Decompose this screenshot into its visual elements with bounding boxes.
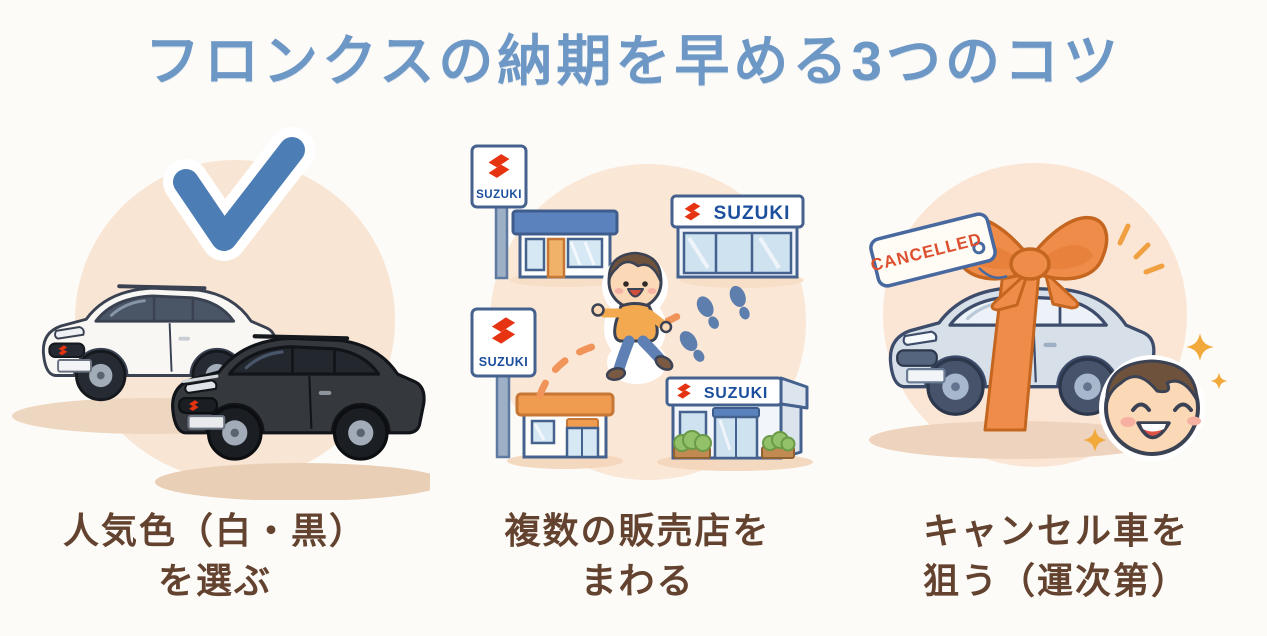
sparkle-lines-icon	[1117, 223, 1165, 275]
suzuki-sign-text: SUZUKI	[714, 203, 791, 224]
suzuki-sign-text: SUZUKI	[476, 189, 522, 201]
suzuki-sign-text: SUZUKI	[704, 385, 768, 402]
caption-line: を選ぶ	[157, 559, 272, 601]
suzuki-pole-sign-top: SUZUKI	[470, 144, 528, 280]
suzuki-pole-sign-bottom: SUZUKI	[470, 307, 537, 459]
black-fronx-car	[171, 334, 426, 461]
dashed-path-icon	[536, 340, 606, 399]
caption-line: 人気色（白・黒）	[62, 510, 367, 551]
caption-line: まわる	[580, 559, 695, 601]
star-sparkle-icon	[1083, 333, 1228, 452]
bush	[761, 431, 796, 459]
bush	[673, 430, 712, 459]
tip-panel-cancelled-car: CANCELLED	[845, 110, 1267, 605]
suzuki-sign-text: SUZUKI	[479, 355, 529, 369]
dealership-blue-roof	[511, 209, 619, 279]
happy-face	[1099, 355, 1205, 461]
page-title: フロンクスの納期を早める3つのコツ	[145, 30, 1122, 92]
tip-panel-popular-colors: 人気色（白・黒） を選ぶ	[0, 110, 430, 605]
tip-caption-popular-colors: 人気色（白・黒） を選ぶ	[0, 506, 430, 605]
visit-dealers-illustration: SUZUKI SUZUKI	[470, 144, 813, 480]
tip-panel-visit-dealers: SUZUKI SUZUKI	[430, 110, 845, 605]
caption-line: 狙う（運次第）	[922, 559, 1189, 601]
tip-caption-cancelled-car: キャンセル車を狙う（運次第）	[845, 506, 1267, 605]
car-shadow	[155, 463, 430, 500]
tips-row: 人気色（白・黒） を選ぶ	[0, 110, 1267, 605]
cancelled-tag: CANCELLED	[869, 212, 997, 288]
footprints-icon	[679, 285, 750, 362]
tag-string	[978, 267, 1008, 279]
cancelled-car-illustration: CANCELLED	[869, 163, 1228, 467]
dealership-suzuki-top: SUZUKI	[670, 194, 805, 279]
car-shadow	[869, 421, 1165, 459]
tip-caption-visit-dealers: 複数の販売店をまわる	[430, 506, 845, 605]
dashed-path-icon	[662, 306, 694, 326]
dealership-suzuki-bottom: SUZUKI	[665, 376, 809, 460]
walking-man	[591, 251, 674, 384]
shop-orange-roof	[515, 392, 615, 459]
popular-colors-illustration	[12, 127, 430, 500]
checkmark-icon	[163, 127, 315, 261]
caption-line: キャンセル車を	[922, 510, 1189, 551]
caption-line: 複数の販売店を	[504, 510, 771, 551]
